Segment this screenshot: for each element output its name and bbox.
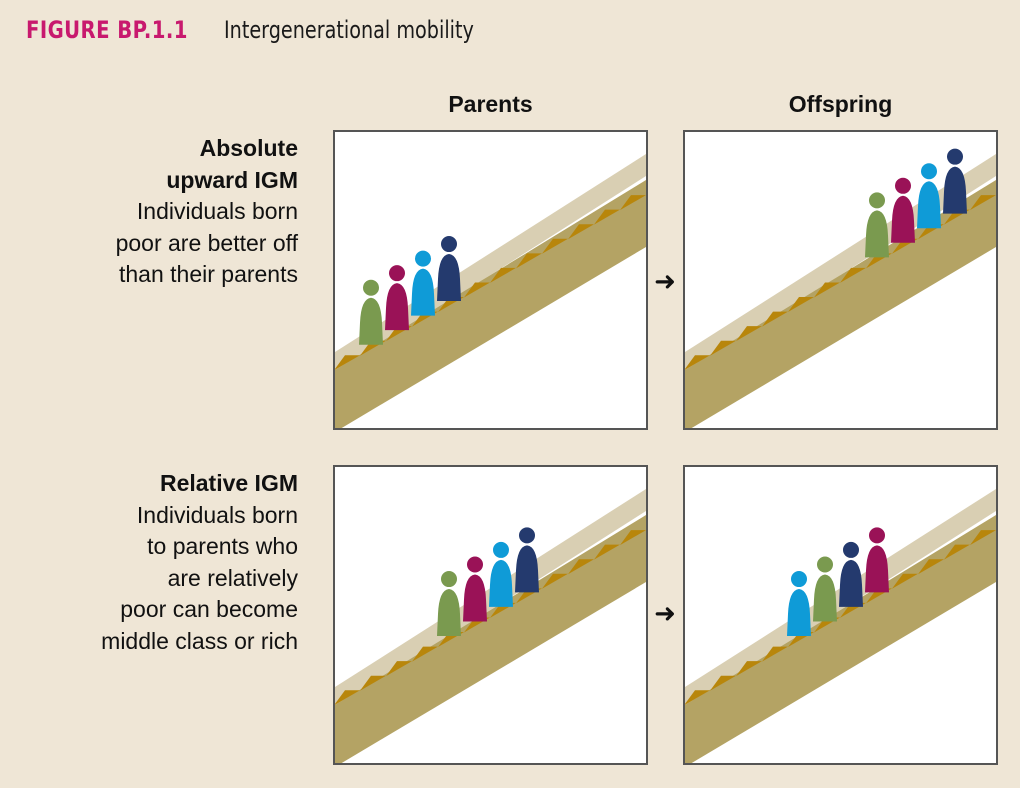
escalator-illustration <box>685 489 996 763</box>
person-figure-magenta <box>385 265 409 331</box>
row-description-line: middle class or rich <box>101 627 298 654</box>
person-figure-cyan <box>917 163 941 229</box>
person-figure-navy <box>515 527 539 593</box>
person-figure-magenta <box>865 527 889 593</box>
stair-tread <box>736 661 762 677</box>
figure-title: Intergenerational mobility <box>224 16 474 44</box>
stair-tread <box>594 544 620 560</box>
person-figure-green <box>359 279 383 345</box>
stair-tread <box>542 238 568 254</box>
person-figure-cyan <box>489 541 513 607</box>
stair-tread <box>840 267 866 283</box>
stair-tread <box>736 326 762 342</box>
row-heading-line: Relative IGM <box>159 470 298 496</box>
column-heading-offspring: Offspring <box>788 91 893 117</box>
person-figure-navy <box>839 541 863 607</box>
person-figure-navy <box>437 236 461 302</box>
panel-relative-parents <box>333 465 648 765</box>
row-description-line: to parents who <box>147 533 298 559</box>
stair-tread <box>335 690 360 705</box>
person-figure-green <box>865 192 889 258</box>
panel-absolute-offspring <box>683 130 998 430</box>
stair-body <box>685 180 996 428</box>
stair-tread <box>685 690 710 705</box>
stair-tread <box>814 282 840 298</box>
stair-tread <box>710 340 736 356</box>
row-description-line: poor are better off <box>115 229 298 256</box>
stair-tread <box>542 573 568 589</box>
column-heading-parents: Parents <box>448 91 533 117</box>
person-figure-cyan <box>787 571 811 637</box>
stair-tread <box>970 195 996 211</box>
row-heading-line: Absolute <box>199 135 298 161</box>
row-description-line: poor can become <box>120 596 298 622</box>
panel-relative-offspring <box>683 465 998 765</box>
person-figure-green <box>437 571 461 637</box>
stair-tread <box>620 195 646 211</box>
stair-tread <box>710 675 736 691</box>
stair-tread <box>918 559 944 575</box>
stair-tread <box>516 253 542 269</box>
stair-tread <box>892 573 918 589</box>
stair-tread <box>762 646 788 662</box>
stair-tread <box>464 282 490 298</box>
person-figure-magenta <box>463 556 487 622</box>
row-description-line: Individuals born <box>136 198 298 224</box>
stair-body <box>335 180 646 428</box>
arrow-right-icon: ➜ <box>654 598 676 628</box>
stair-tread <box>620 530 646 546</box>
person-figure-cyan <box>411 250 435 316</box>
person-figure-magenta <box>891 177 915 243</box>
stair-tread <box>568 559 594 575</box>
panel-absolute-parents <box>333 130 648 430</box>
stair-body <box>685 515 996 763</box>
escalator-illustration <box>685 148 996 428</box>
stair-tread <box>970 530 996 546</box>
stair-body <box>335 515 646 763</box>
stair-tread <box>412 646 438 662</box>
stair-tread <box>944 544 970 560</box>
figure-label: FIGURE BP.1.1 <box>26 16 188 44</box>
stair-tread <box>762 311 788 327</box>
stair-tread <box>386 661 412 677</box>
person-figure-navy <box>943 148 967 214</box>
row-description-line: Individuals born <box>136 501 298 528</box>
escalator-illustration <box>335 154 646 428</box>
stair-tread <box>568 224 594 240</box>
stair-shadow <box>335 154 646 374</box>
row-heading-line: upward IGM <box>166 166 298 193</box>
row-label-relative: Relative IGM Individuals born to parents… <box>8 468 298 657</box>
stair-tread <box>490 267 516 283</box>
stair-tread <box>360 675 386 691</box>
escalator-illustration <box>335 489 646 763</box>
stair-tread <box>788 297 814 313</box>
row-label-absolute: Absolute upward IGM Individuals born poo… <box>8 133 298 291</box>
stair-tread <box>594 209 620 225</box>
person-figure-green <box>813 556 837 622</box>
row-description-line: than their parents <box>118 261 298 287</box>
row-description-line: are relatively <box>167 564 298 591</box>
arrow-right-icon: ➜ <box>654 266 676 296</box>
